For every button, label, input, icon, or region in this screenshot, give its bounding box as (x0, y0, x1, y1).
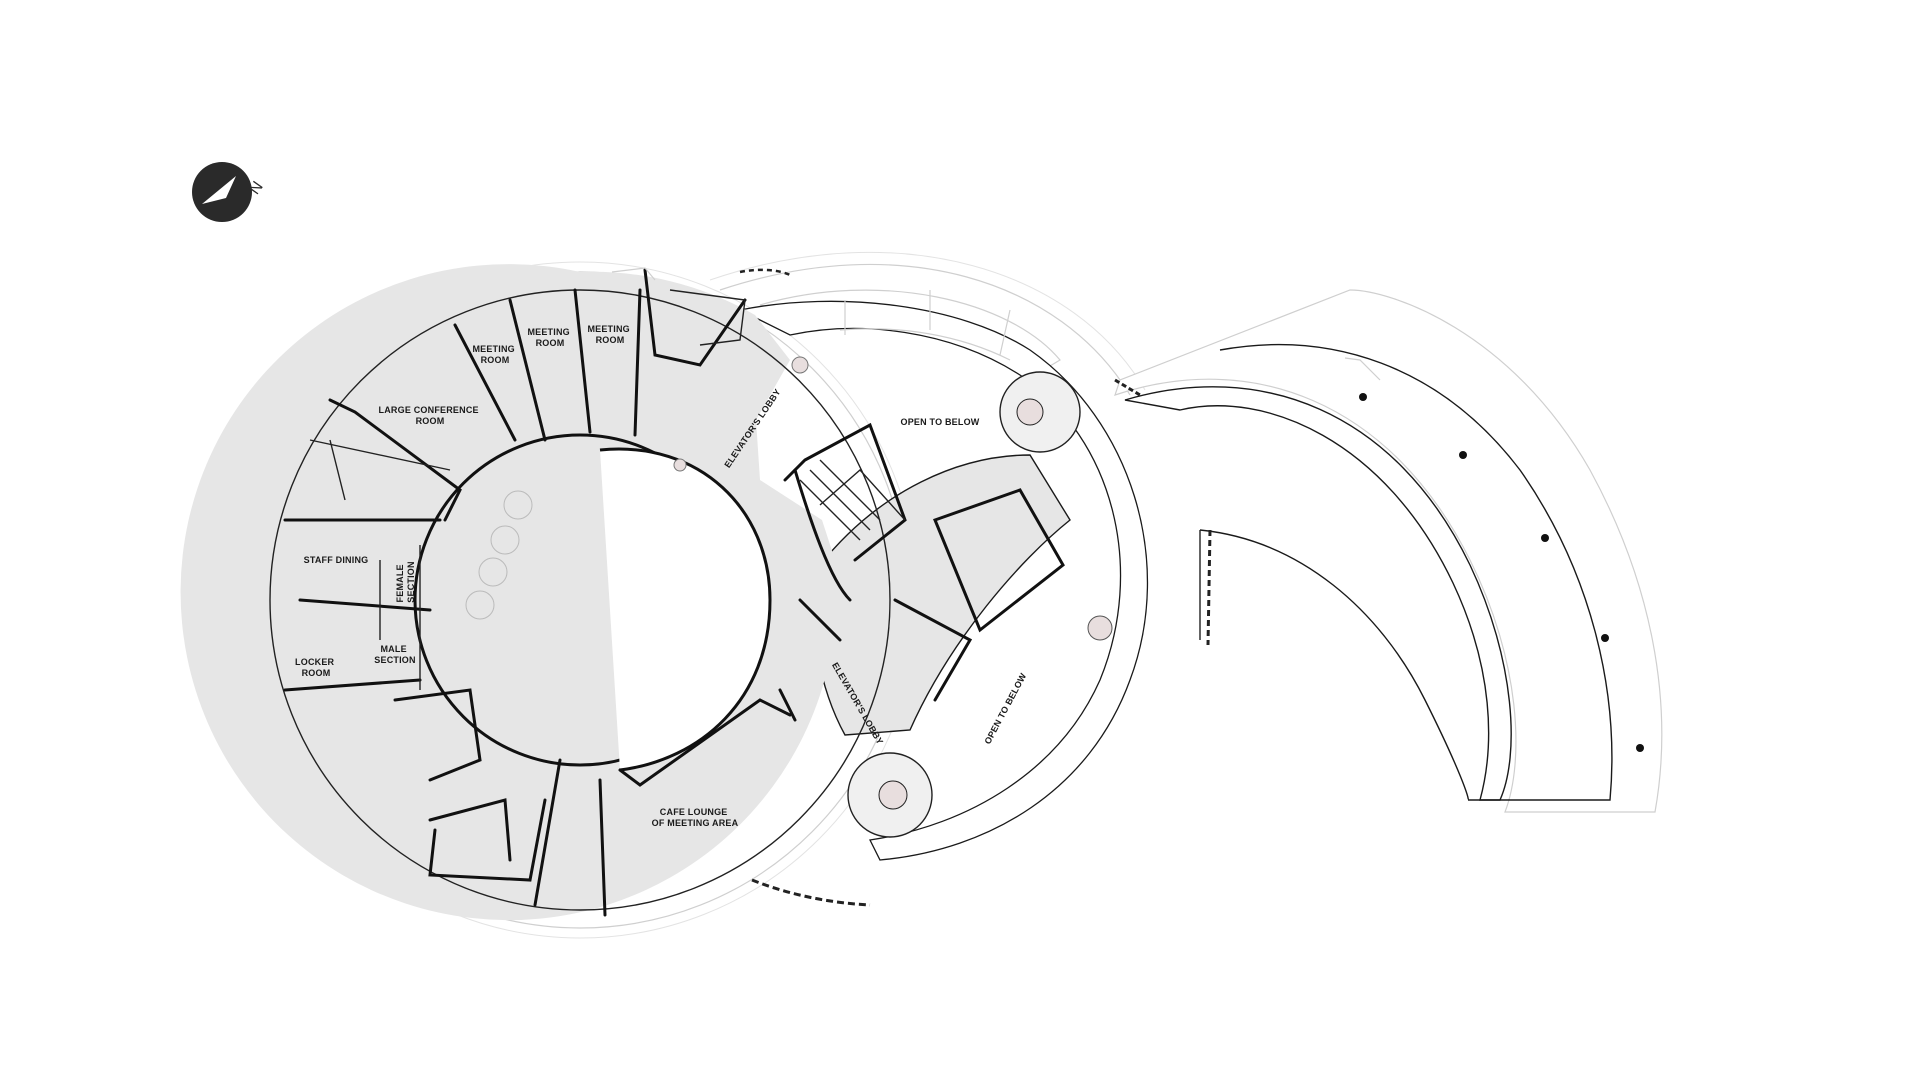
elevator-lobby-bar (813, 454, 1071, 736)
label-locker-room: LOCKER ROOM (295, 657, 337, 678)
east-wing (1114, 289, 1663, 813)
column-dot (1541, 534, 1549, 542)
column-dot (1359, 393, 1367, 401)
label-meeting-room-3: MEETING ROOM (587, 324, 632, 345)
label-meeting-room-2: MEETING ROOM (527, 327, 572, 348)
column-dot (1601, 634, 1609, 642)
label-female-section: FEMALE SECTION (395, 561, 416, 602)
label-staff-dining: STAFF DINING (304, 555, 369, 565)
label-open-to-below-top: OPEN TO BELOW (901, 417, 980, 427)
column-dot (1459, 451, 1467, 459)
label-open-to-below-bottom: OPEN TO BELOW (982, 671, 1028, 746)
label-male-section: MALE SECTION (374, 644, 415, 665)
spiral-stair-bottom (847, 752, 933, 838)
label-cafe-lounge: CAFE LOUNGE OF MEETING AREA (652, 807, 739, 828)
north-arrow-icon: N (192, 162, 267, 222)
label-large-conference-room: LARGE CONFERENCE ROOM (379, 405, 482, 426)
column-dot (1636, 744, 1644, 752)
label-meeting-room-1: MEETING ROOM (472, 344, 517, 365)
column-dot (1087, 615, 1113, 641)
circular-wing (180, 264, 907, 921)
spiral-stair-top (999, 371, 1081, 453)
central-void-ring (738, 289, 1149, 907)
